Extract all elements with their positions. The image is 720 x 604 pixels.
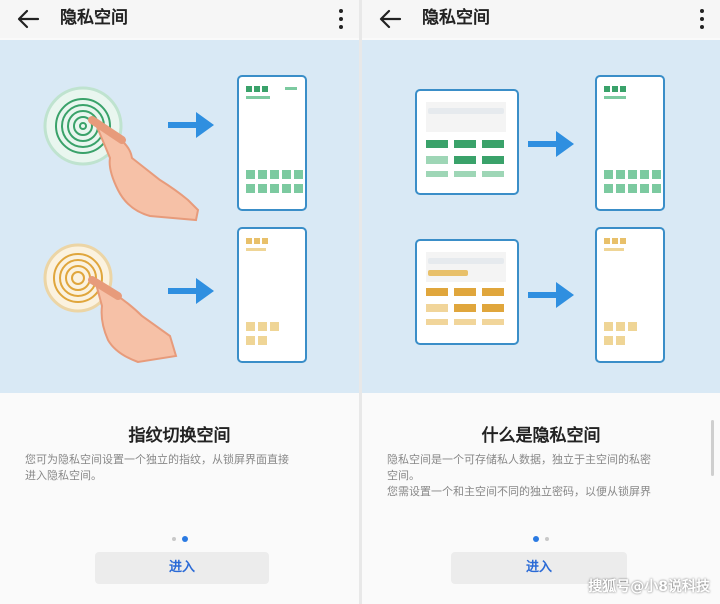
description-line: 进入隐私空间。: [25, 469, 102, 482]
phone-mockup-green: [237, 75, 307, 211]
hand-icon: [88, 276, 178, 364]
page-dot[interactable]: [545, 536, 549, 541]
arrow-right-icon: [168, 278, 214, 304]
phone-mockup-gold: [237, 227, 307, 363]
scrollbar[interactable]: [711, 420, 714, 476]
arrow-left-icon[interactable]: [14, 6, 42, 32]
pagination-dots: [362, 528, 720, 542]
page-dot-active[interactable]: [533, 535, 539, 542]
arrow-right-icon: [528, 131, 574, 157]
section-heading: 指纹切换空间: [128, 426, 231, 446]
description: 您可为隐私空间设置一个独立的指纹，从锁屏界面直接 进入隐私空间。: [25, 452, 339, 484]
arrow-left-icon[interactable]: [376, 6, 404, 32]
private-space-illustration: [362, 40, 720, 393]
watermark: 搜狐号@小8说科技: [588, 579, 710, 595]
panel-divider: [359, 0, 362, 604]
section-heading: 什么是隐私空间: [481, 426, 601, 446]
phone-mockup-gold: [595, 227, 665, 363]
fingerprint-green-icon: [43, 86, 123, 166]
space-card-green: [415, 89, 519, 195]
hand-icon: [88, 116, 200, 222]
more-vertical-icon[interactable]: [337, 8, 345, 30]
app-bar: 隐私空间: [362, 0, 720, 38]
fingerprint-illustration: [0, 40, 359, 393]
pagination-dots: [0, 528, 359, 542]
description-line: 您可为隐私空间设置一个独立的指纹，从锁屏界面直接: [25, 453, 289, 466]
page-dot[interactable]: [171, 536, 176, 541]
description: 隐私空间是一个可存储私人数据，独立于主空间的私密 空间。 您需设置一个和主空间不…: [387, 452, 700, 500]
page-dot-active[interactable]: [181, 535, 188, 542]
arrow-right-icon: [528, 282, 574, 308]
space-card-gold: [415, 239, 519, 345]
description-line: 隐私空间是一个可存储私人数据，独立于主空间的私密: [387, 453, 651, 466]
onboarding-panel-fingerprint: 隐私空间: [0, 0, 359, 604]
app-bar: 隐私空间: [0, 0, 359, 38]
enter-button[interactable]: 进入: [451, 552, 627, 584]
page-title: 隐私空间: [422, 8, 490, 28]
enter-button[interactable]: 进入: [95, 552, 269, 584]
arrow-right-icon: [168, 112, 214, 138]
description-line: 空间。: [387, 469, 420, 482]
onboarding-panel-about: 隐私空间: [362, 0, 720, 604]
more-vertical-icon[interactable]: [698, 8, 706, 30]
page-title: 隐私空间: [60, 8, 128, 28]
phone-mockup-green: [595, 75, 665, 211]
description-line: 您需设置一个和主空间不同的独立密码，以便从锁屏界: [387, 485, 651, 498]
